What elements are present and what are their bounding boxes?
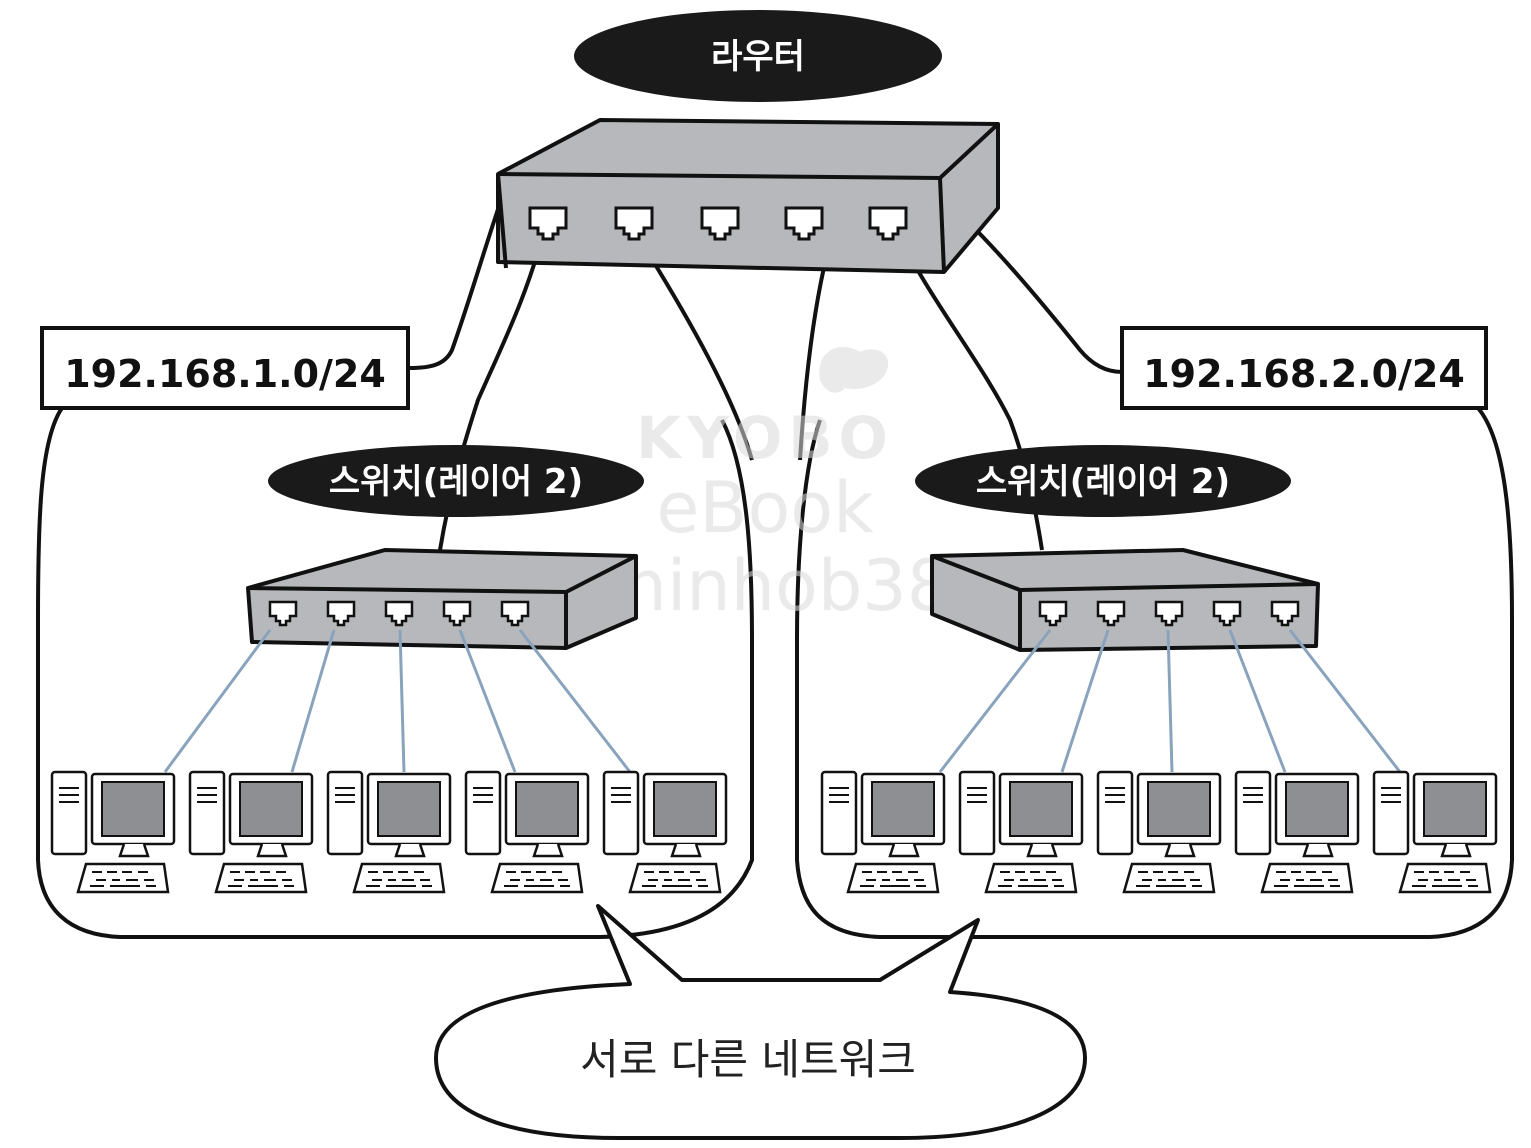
pc-left-5 — [602, 770, 728, 894]
switch-label-pill-right — [915, 445, 1291, 517]
svg-text:minhob38: minhob38 — [599, 545, 952, 627]
subnet-box-left — [40, 326, 410, 410]
network-boundary-right — [795, 406, 1514, 939]
network-boundary-left — [36, 406, 754, 939]
svg-text:KYOBO: KYOBO — [636, 404, 894, 472]
pc-left-2 — [188, 770, 314, 894]
subnet-box-right — [1120, 326, 1488, 410]
subnet-label-right: 192.168.2.0/24 — [1143, 352, 1465, 396]
pc-right-1 — [820, 770, 946, 894]
subnet-label-left: 192.168.1.0/24 — [64, 352, 386, 396]
pc-group-right — [820, 770, 1498, 894]
watermark: KYOBO eBook minhob38 — [599, 347, 952, 627]
pc-left-1 — [50, 770, 176, 894]
switch-label-left: 스위치(레이어 2) — [329, 462, 583, 502]
switch-device-left — [246, 548, 638, 650]
router-label: 라우터 — [711, 37, 805, 77]
pc-left-3 — [326, 770, 452, 894]
pc-right-4 — [1234, 770, 1360, 894]
svg-text:eBook: eBook — [656, 467, 874, 549]
router-device — [496, 118, 1000, 274]
switch-device-right — [930, 548, 1320, 652]
router-cable-left-outer — [409, 179, 510, 370]
switch-label-right: 스위치(레이어 2) — [976, 462, 1230, 502]
pc-cables-right — [938, 629, 1402, 773]
pc-right-3 — [1096, 770, 1222, 894]
callout-bubble — [434, 904, 1087, 1140]
pc-right-5 — [1372, 770, 1498, 894]
pc-left-4 — [464, 770, 590, 894]
switch-label-pill-left — [268, 445, 644, 517]
pc-cables-left — [163, 629, 632, 773]
pc-group-left — [50, 770, 728, 894]
router-label-pill — [574, 10, 942, 102]
callout-text: 서로 다른 네트워크 — [580, 1035, 916, 1084]
pc-right-2 — [958, 770, 1084, 894]
